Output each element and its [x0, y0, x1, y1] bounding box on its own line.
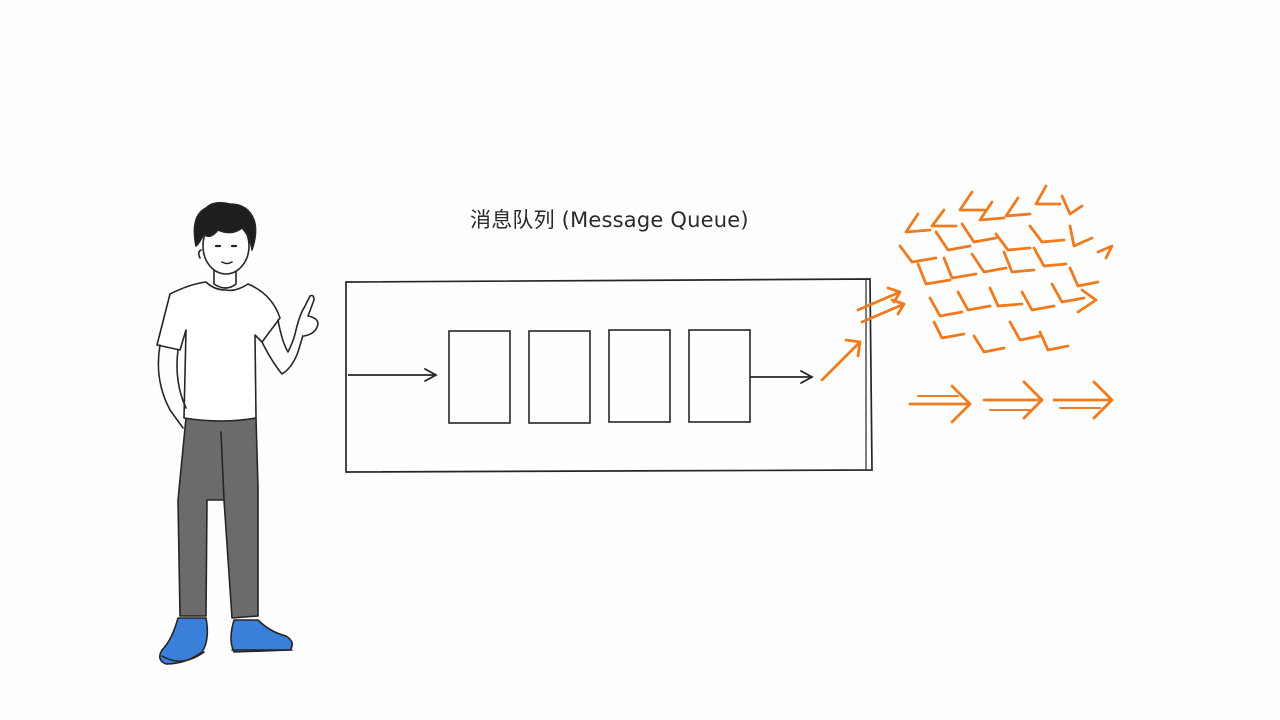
queue-box — [345, 278, 873, 473]
chaotic-message-arrows — [820, 184, 1114, 382]
queue-slots — [448, 329, 751, 424]
queue-slot — [688, 329, 751, 423]
person-right-shoe — [230, 619, 294, 653]
orange-arrow — [820, 338, 862, 382]
orange-arrow — [856, 286, 902, 312]
queue-title: 消息队列 (Message Queue) — [470, 208, 749, 232]
orange-flow-arrow — [1052, 380, 1114, 420]
queue-slot — [448, 330, 511, 424]
orange-arrow — [860, 298, 906, 324]
queue-slot — [608, 329, 671, 423]
person-hair — [193, 201, 257, 251]
person-shirt — [156, 281, 281, 422]
person-figure — [156, 201, 319, 665]
queue-container — [345, 278, 873, 473]
ordered-output-arrows — [908, 380, 1114, 424]
orange-flow-arrow — [982, 380, 1044, 420]
queue-slot — [528, 330, 591, 424]
orange-flow-arrow — [908, 384, 972, 424]
person-left-shoe — [158, 617, 209, 665]
person-pants — [177, 417, 259, 619]
